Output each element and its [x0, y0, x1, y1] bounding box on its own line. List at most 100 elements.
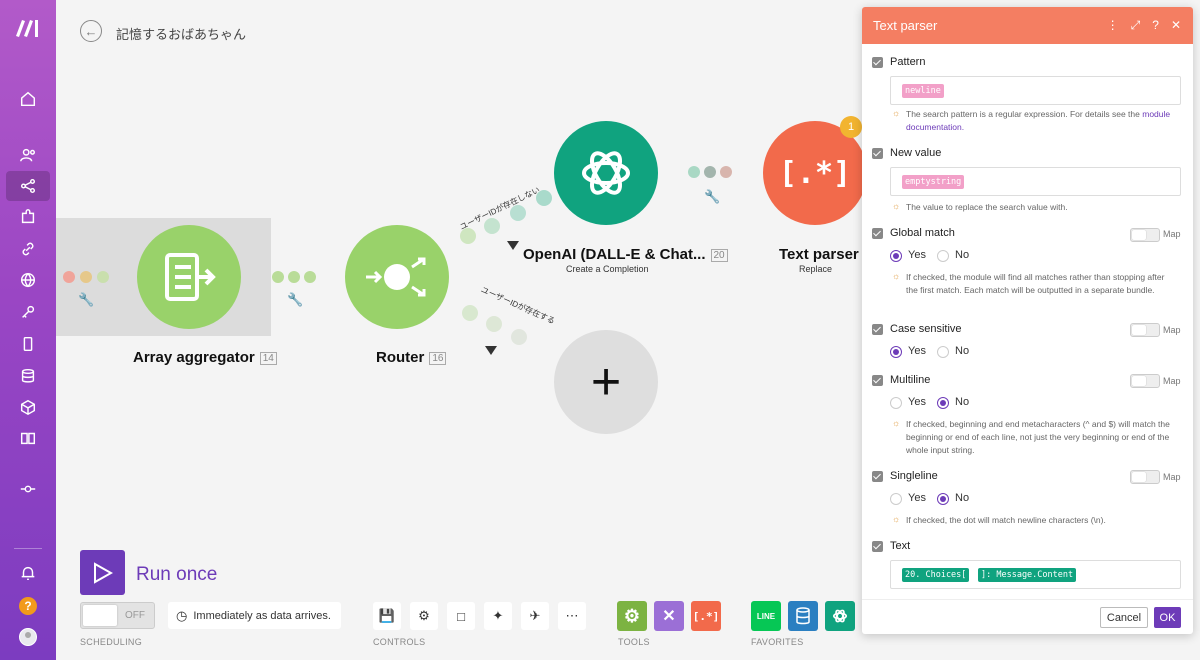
singleline-yes-radio[interactable] [890, 493, 902, 505]
notes-button[interactable]: □ [447, 602, 475, 630]
pattern-help: The search pattern is a regular expressi… [906, 109, 1171, 132]
run-once-label[interactable]: Run once [136, 564, 218, 585]
globe-icon[interactable] [12, 266, 44, 294]
singleline-no-radio[interactable] [937, 493, 949, 505]
checkbox-icon[interactable] [872, 323, 883, 335]
map-toggle[interactable] [1130, 323, 1160, 337]
key-icon[interactable] [12, 298, 44, 326]
favorite-openai[interactable] [825, 601, 855, 631]
map-toggle[interactable] [1130, 228, 1160, 242]
pattern-pill[interactable]: newline [902, 84, 944, 98]
case-sensitive-no-radio[interactable] [937, 346, 949, 358]
bell-icon[interactable] [12, 559, 44, 587]
tool-flow-control[interactable]: ⚙ [617, 601, 647, 631]
play-icon [93, 561, 113, 584]
global-match-yes-radio[interactable] [890, 250, 902, 262]
module-router[interactable] [345, 225, 449, 329]
share-icon[interactable] [6, 171, 50, 201]
connector-dot [63, 271, 75, 283]
link-icon[interactable] [12, 235, 44, 263]
module-doc-link[interactable]: module documentation. [906, 109, 1171, 132]
global-match-no-radio[interactable] [937, 250, 949, 262]
settings-button[interactable]: ⚙ [410, 602, 438, 630]
tool-text-parser[interactable]: [.*] [691, 601, 721, 631]
help-icon[interactable]: ? [19, 597, 37, 615]
avatar[interactable] [19, 628, 37, 646]
save-button[interactable]: 💾 [373, 602, 401, 630]
cancel-button[interactable]: Cancel [1100, 607, 1148, 628]
lightbulb-icon: ☼ [892, 418, 901, 428]
map-toggle[interactable] [1130, 470, 1160, 484]
wrench-icon[interactable]: 🔧 [704, 189, 721, 204]
openai-icon [582, 151, 630, 195]
pattern-input[interactable]: newline [890, 76, 1181, 105]
expand-icon[interactable]: ⤢ [1130, 18, 1141, 32]
database-icon[interactable] [12, 362, 44, 390]
phone-icon[interactable] [12, 330, 44, 358]
tool-tools[interactable]: ✕ [654, 601, 684, 631]
checkbox-icon[interactable] [872, 227, 883, 239]
wrench-icon[interactable]: 🔧 [78, 292, 95, 307]
singleline-no-label: No [955, 492, 970, 504]
home-icon[interactable] [12, 85, 44, 113]
schedule-setting[interactable]: ◷ Immediately as data arrives. [168, 602, 341, 629]
new-value-help: The value to replace the search value wi… [906, 202, 1068, 212]
team-icon[interactable] [12, 141, 44, 169]
new-value-input[interactable]: emptystring [890, 167, 1181, 196]
singleline-help: If checked, the dot will match newline c… [906, 515, 1106, 525]
commit-icon[interactable] [12, 475, 44, 503]
multiline-no-radio[interactable] [937, 397, 949, 409]
module-array-aggregator[interactable] [137, 225, 241, 329]
connector-dot [511, 329, 527, 345]
module-openai[interactable] [554, 121, 658, 225]
text-input[interactable]: 20. Choices[ ]: Message.Content [890, 560, 1181, 589]
checkbox-icon[interactable] [872, 374, 883, 386]
wrench-icon[interactable]: 🔧 [287, 292, 304, 307]
checkbox-icon[interactable] [872, 470, 883, 482]
cube-icon[interactable] [12, 393, 44, 421]
openai-icon [832, 609, 848, 623]
connector-dot [688, 166, 700, 178]
explain-flow-button[interactable]: ✈ [521, 602, 549, 630]
connector-dot [80, 271, 92, 283]
multiline-help: If checked, beginning and end metacharac… [906, 419, 1170, 455]
ok-button[interactable]: OK [1154, 607, 1181, 628]
arrow-left-icon: ← [84, 23, 98, 39]
text-pill-choices[interactable]: 20. Choices[ [902, 568, 970, 582]
sidebar-divider [14, 548, 42, 549]
close-icon[interactable]: ✕ [1170, 18, 1181, 32]
book-icon[interactable] [12, 424, 44, 452]
filter-icon[interactable] [485, 346, 497, 355]
help-icon[interactable]: ? [1152, 18, 1159, 32]
make-logo-icon[interactable] [13, 16, 43, 40]
favorite-datastore[interactable] [788, 601, 818, 631]
module-sub-text-parser: Replace [799, 264, 833, 274]
checkbox-icon[interactable] [872, 540, 883, 552]
puzzle-icon[interactable] [12, 203, 44, 231]
checkbox-icon[interactable] [872, 56, 883, 68]
scheduling-toggle[interactable]: OFF [80, 602, 155, 629]
field-singleline-label: Singleline [872, 470, 938, 482]
favorite-line[interactable]: LINE [751, 601, 781, 631]
module-placeholder[interactable]: + [554, 330, 658, 434]
auto-align-button[interactable]: ✦ [484, 602, 512, 630]
more-icon[interactable]: ⋮ [1106, 18, 1119, 32]
map-toggle[interactable] [1130, 374, 1160, 388]
run-once-button[interactable] [80, 550, 125, 595]
more-button[interactable]: ⋯ [558, 602, 586, 630]
datastore-icon [796, 607, 810, 625]
new-value-pill[interactable]: emptystring [902, 175, 965, 189]
module-text-parser[interactable]: [.*] [763, 121, 867, 225]
router-icon [366, 257, 426, 297]
map-label: Map [1163, 325, 1181, 335]
multiline-yes-radio[interactable] [890, 397, 902, 409]
filter-icon[interactable] [507, 241, 519, 250]
case-sensitive-yes-radio[interactable] [890, 346, 902, 358]
back-button[interactable]: ← [80, 20, 102, 42]
scenario-title[interactable]: 記憶するおばあちゃん [116, 27, 247, 42]
text-pill-content[interactable]: ]: Message.Content [978, 568, 1077, 582]
checkbox-icon[interactable] [872, 147, 883, 159]
save-icon: 💾 [378, 608, 396, 623]
module-label-openai: OpenAI (DALL-E & Chat...20 [523, 246, 728, 263]
